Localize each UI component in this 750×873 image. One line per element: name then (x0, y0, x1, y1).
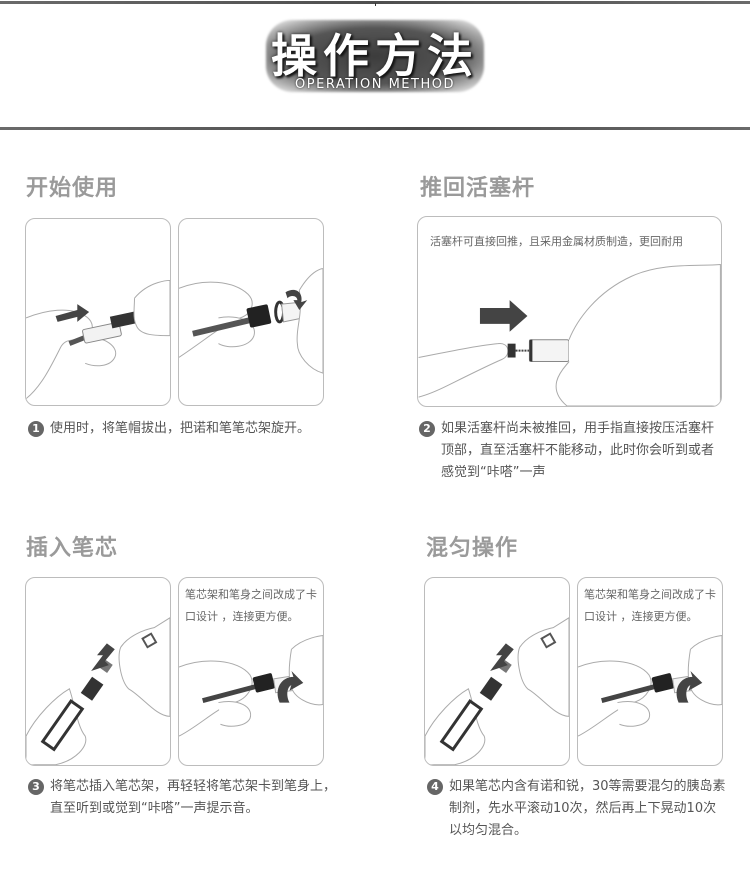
section-title-insert-cartridge: 插入笔芯 (26, 536, 119, 561)
page-title: 操作方法 (271, 29, 479, 83)
step-text: 如果活塞杆尚未被推回，用手指直接按压活塞杆顶部，直至活塞杆不能移动，此时你会听到… (441, 421, 715, 480)
panel-note: 活塞杆可直接回推，且采用金属材质制造，更回耐用 (430, 235, 683, 248)
illustration-click-holder: 笔芯架和笔身之间改成了卡口设计 ，连接更方便。 (178, 577, 324, 766)
step-number-badge: 3 (28, 779, 44, 795)
click-holder-illustration (578, 635, 722, 737)
remove-pen-cap-illustration (26, 279, 170, 400)
step-number-badge: 1 (28, 421, 44, 437)
illustration-mix-insert-cartridge (424, 577, 570, 766)
step-text: 将笔芯插入笔芯架，再轻轻将笔芯架卡到笔身上，直至听到或觉到“咔嗒”一声提示音。 (50, 779, 337, 816)
top-divider (0, 1, 750, 4)
illustration-push-back-piston: 活塞杆可直接回推，且采用金属材质制造，更回耐用 (417, 216, 722, 407)
illustration-remove-pen-cap (25, 218, 171, 406)
click-holder-illustration (179, 635, 323, 737)
section-title-mix: 混匀操作 (426, 536, 519, 561)
header-divider (0, 127, 750, 130)
unscrew-holder-illustration (179, 268, 323, 374)
panel-note: 笔芯架和笔身之间改成了卡口设计 ，连接更方便。 (584, 588, 716, 623)
step-1: 1 使用时，将笔帽拔出，把诺和笔笔芯架旋开。 (28, 418, 358, 440)
section-title-start-use: 开始使用 (26, 176, 119, 201)
step-number-badge: 2 (419, 421, 435, 437)
step-number-badge: 4 (427, 779, 443, 795)
step-3: 3 将笔芯插入笔芯架，再轻轻将笔芯架卡到笔身上，直至听到或觉到“咔嗒”一声提示音… (28, 776, 348, 820)
push-back-piston-illustration (418, 263, 721, 406)
section-title-push-back-piston: 推回活塞杆 (420, 176, 536, 201)
illustration-mix-click-holder: 笔芯架和笔身之间改成了卡口设计 ，连接更方便。 (577, 577, 723, 766)
step-text: 如果笔芯内含有诺和锐，30等需要混匀的胰岛素制剂，先水平滚动10次，然后再上下晃… (449, 779, 726, 838)
illustration-unscrew-holder (178, 218, 324, 406)
step-2: 2 如果活塞杆尚未被推回，用手指直接按压活塞杆顶部，直至活塞杆不能移动，此时你会… (419, 418, 725, 484)
page-subtitle: OPERATION METHOD (295, 77, 455, 92)
banner-background (266, 20, 484, 92)
step-text: 使用时，将笔帽拔出，把诺和笔笔芯架旋开。 (50, 421, 311, 436)
illustration-insert-cartridge (25, 577, 171, 766)
top-divider-tick (375, 3, 376, 6)
panel-note: 笔芯架和笔身之间改成了卡口设计 ，连接更方便。 (185, 588, 317, 623)
insert-cartridge-illustration (425, 617, 569, 765)
insert-cartridge-illustration (26, 617, 170, 765)
step-4: 4 如果笔芯内含有诺和锐，30等需要混匀的胰岛素制剂，先水平滚动10次，然后再上… (427, 776, 727, 842)
page-banner: 操作方法 OPERATION METHOD (260, 14, 490, 100)
